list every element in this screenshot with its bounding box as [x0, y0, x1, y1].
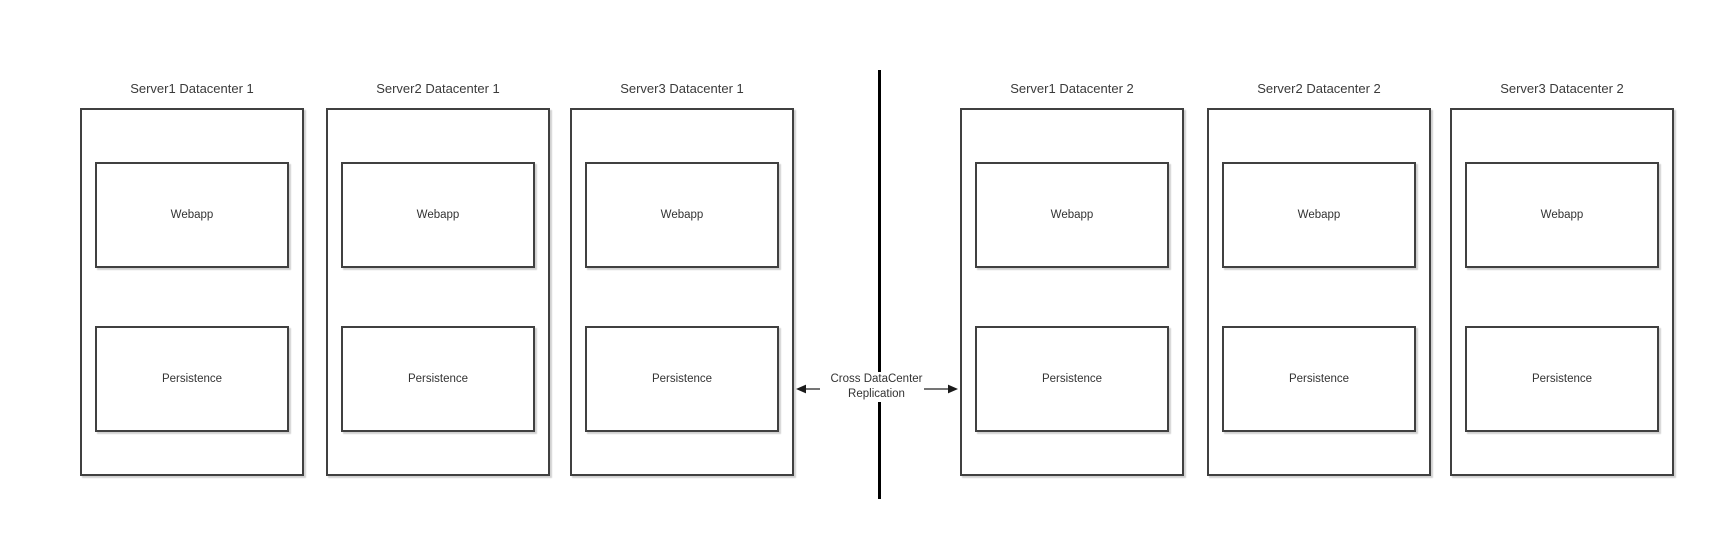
persistence-label: Persistence [1041, 373, 1103, 385]
server-title: Server2 Datacenter 1 [376, 81, 500, 96]
persistence-box: Persistence [95, 326, 289, 432]
datacenter-divider-line [878, 70, 881, 499]
server-box-dc2-server2: Server2 Datacenter 2 Webapp Persistence [1207, 81, 1431, 476]
webapp-label: Webapp [1297, 209, 1341, 221]
server-title: Server1 Datacenter 1 [130, 81, 254, 96]
persistence-label: Persistence [1531, 373, 1593, 385]
persistence-label: Persistence [407, 373, 469, 385]
replication-arrow-right-icon [924, 384, 958, 394]
webapp-box: Webapp [585, 162, 779, 268]
persistence-label: Persistence [161, 373, 223, 385]
replication-label: Cross DataCenter Replication [820, 372, 933, 402]
server-title: Server3 Datacenter 2 [1500, 81, 1624, 96]
server-title: Server1 Datacenter 2 [1010, 81, 1134, 96]
webapp-box: Webapp [975, 162, 1169, 268]
webapp-label: Webapp [1050, 209, 1094, 221]
replication-label-line2: Replication [848, 388, 905, 400]
persistence-box: Persistence [341, 326, 535, 432]
webapp-label: Webapp [660, 209, 704, 221]
webapp-box: Webapp [341, 162, 535, 268]
persistence-box: Persistence [975, 326, 1169, 432]
server-box-dc2-server1: Server1 Datacenter 2 Webapp Persistence [960, 81, 1184, 476]
webapp-label: Webapp [170, 209, 214, 221]
webapp-box: Webapp [1465, 162, 1659, 268]
webapp-box: Webapp [1222, 162, 1416, 268]
server-box-dc1-server1: Server1 Datacenter 1 Webapp Persistence [80, 81, 304, 476]
persistence-box: Persistence [585, 326, 779, 432]
server-box-dc2-server3: Server3 Datacenter 2 Webapp Persistence [1450, 81, 1674, 476]
webapp-box: Webapp [95, 162, 289, 268]
webapp-label: Webapp [1540, 209, 1584, 221]
replication-label-line1: Cross DataCenter [830, 373, 923, 385]
server-title: Server3 Datacenter 1 [620, 81, 744, 96]
server-box-dc1-server2: Server2 Datacenter 1 Webapp Persistence [326, 81, 550, 476]
server-title: Server2 Datacenter 2 [1257, 81, 1381, 96]
server-box-dc1-server3: Server3 Datacenter 1 Webapp Persistence [570, 81, 794, 476]
persistence-box: Persistence [1465, 326, 1659, 432]
persistence-label: Persistence [651, 373, 713, 385]
persistence-box: Persistence [1222, 326, 1416, 432]
persistence-label: Persistence [1288, 373, 1350, 385]
webapp-label: Webapp [416, 209, 460, 221]
